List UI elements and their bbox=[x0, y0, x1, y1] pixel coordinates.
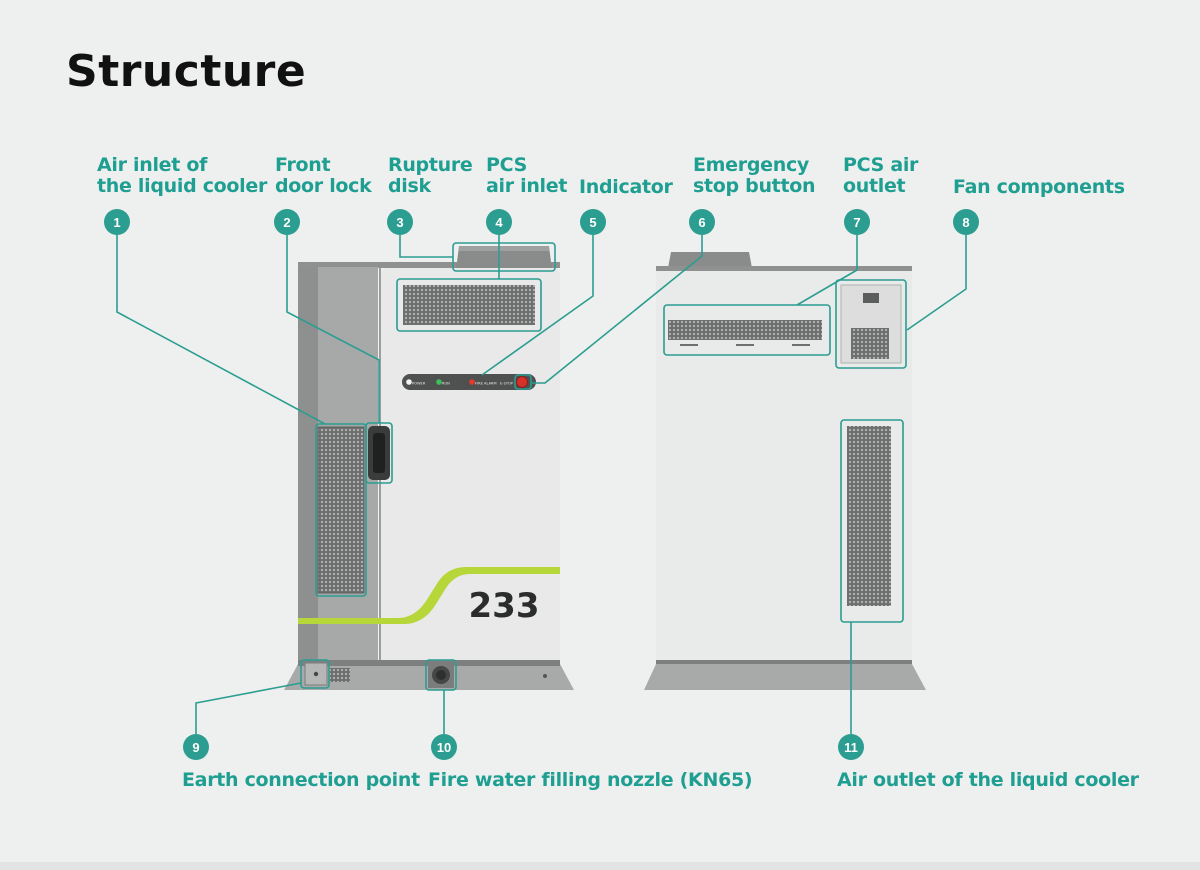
highlight-1 bbox=[315, 423, 367, 597]
highlight-7 bbox=[663, 304, 831, 356]
liquid-cooler-inlet-grille bbox=[317, 426, 365, 594]
page-title: Structure bbox=[66, 46, 307, 97]
panel-label: RUN bbox=[442, 382, 450, 386]
callout-label-1: Air inlet of the liquid cooler bbox=[97, 154, 268, 197]
highlight-11 bbox=[840, 419, 904, 623]
bottom-divider bbox=[0, 862, 1200, 870]
leader-5 bbox=[481, 235, 594, 376]
rupture-disk-box bbox=[456, 246, 552, 270]
leader-7 bbox=[796, 235, 858, 306]
leader-8 bbox=[906, 235, 967, 331]
callout-badge-6: 6 bbox=[689, 209, 715, 235]
highlight-boxes bbox=[300, 242, 907, 691]
leader-2 bbox=[286, 235, 380, 423]
liquid-cooler-outlet-grille bbox=[847, 426, 891, 606]
panel-label: E-STOP bbox=[500, 382, 514, 386]
callout-badge-4: 4 bbox=[486, 209, 512, 235]
callout-badge-5: 5 bbox=[580, 209, 606, 235]
callout-label-3: Rupture disk bbox=[388, 154, 473, 197]
leader-lines bbox=[116, 235, 967, 734]
main-door bbox=[380, 268, 560, 660]
highlight-9 bbox=[300, 659, 330, 689]
panel-label: POWER bbox=[412, 382, 426, 386]
callout-badge-11: 11 bbox=[838, 734, 864, 760]
highlight-8 bbox=[835, 279, 907, 369]
callout-label-6: Emergency stop button bbox=[693, 154, 816, 197]
highlight-4 bbox=[396, 278, 542, 332]
callout-label-9: Earth connection point bbox=[182, 769, 420, 791]
pcs-air-outlet-grille bbox=[668, 320, 822, 340]
callout-label-7: PCS air outlet bbox=[843, 154, 919, 197]
indicator-panel bbox=[402, 374, 536, 390]
unit-number: 233 bbox=[469, 586, 540, 626]
leader-3 bbox=[399, 235, 453, 258]
back-rupture-disk-box bbox=[668, 252, 752, 268]
estop-knob bbox=[516, 376, 528, 388]
pcs-air-inlet-grille bbox=[403, 285, 535, 325]
callout-badge-7: 7 bbox=[844, 209, 870, 235]
highlight-10 bbox=[425, 659, 457, 691]
callout-badge-1: 1 bbox=[104, 209, 130, 235]
leader-1 bbox=[116, 235, 326, 425]
callout-badge-2: 2 bbox=[274, 209, 300, 235]
callout-label-2: Front door lock bbox=[275, 154, 372, 197]
callout-badge-10: 10 bbox=[431, 734, 457, 760]
back-cabinet bbox=[644, 252, 926, 690]
callout-label-5: Indicator bbox=[579, 176, 673, 198]
callout-badge-8: 8 bbox=[953, 209, 979, 235]
callout-label-11: Air outlet of the liquid cooler bbox=[837, 769, 1139, 791]
callout-label-10: Fire water filling nozzle (KN65) bbox=[428, 769, 753, 791]
callout-label-8: Fan components bbox=[953, 176, 1125, 198]
highlight-6 bbox=[514, 374, 532, 390]
front-top-cap bbox=[298, 262, 560, 268]
panel-label: FIRE ALARM bbox=[475, 382, 497, 386]
leader-9 bbox=[195, 682, 302, 734]
back-base bbox=[644, 664, 926, 690]
leader-6 bbox=[532, 235, 703, 384]
callout-badge-3: 3 bbox=[387, 209, 413, 235]
brand-stripe bbox=[298, 567, 560, 624]
callout-label-4: PCS air inlet bbox=[486, 154, 568, 197]
callout-badge-9: 9 bbox=[183, 734, 209, 760]
